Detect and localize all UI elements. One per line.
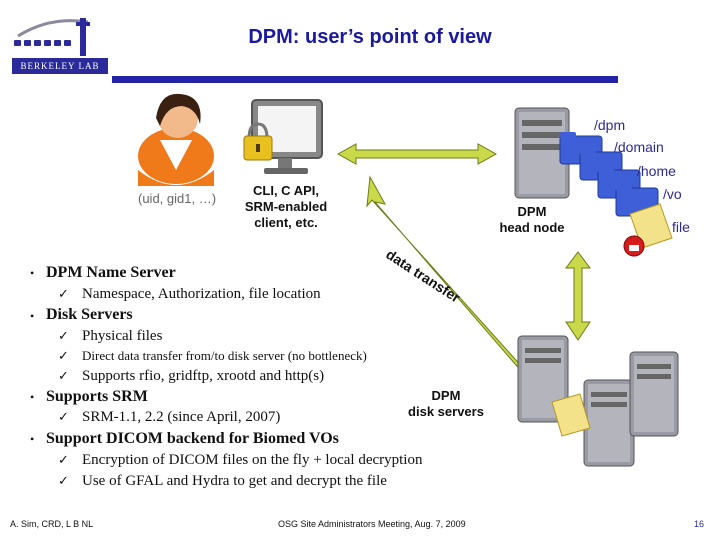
berkeley-lab-logo: BERKELEY LAB [10,12,110,76]
bullet-item: Support DICOM backend for Biomed VOs [46,430,339,447]
disk-servers-label-line: disk servers [408,404,484,419]
check-icon: ✓ [58,473,69,488]
check-icon: ✓ [58,286,69,301]
request-arrow [336,143,498,165]
disk-servers-label-line: DPM [431,388,461,403]
head-node-server-icon [514,107,570,199]
sub-bullet-item: Physical files [82,328,163,344]
page-number: 16 [694,519,705,529]
client-label: CLI, C API, SRM-enabled client, etc. [226,183,346,231]
client-label-line: client, etc. [254,215,318,230]
bullet-dot: • [30,390,35,404]
footer-author: A. Sim, CRD, L B NL [10,519,94,529]
bullet-item: Supports SRM [46,388,148,405]
path-dpm: /dpm [594,117,626,133]
monitor-icon [251,99,323,174]
sub-bullet-item: Encryption of DICOM files on the fly + l… [82,452,423,468]
bullet-dot: • [30,309,35,323]
slide-title: DPM: user’s point of view [248,26,492,48]
check-icon: ✓ [58,348,69,363]
sub-bullet-item: Use of GFAL and Hydra to get and decrypt… [82,473,387,489]
bullet-item: Disk Servers [46,306,133,323]
footer-meeting: OSG Site Administrators Meeting, Aug. 7,… [278,519,466,529]
logo-text: BERKELEY LAB [20,61,100,71]
check-icon: ✓ [58,368,69,383]
disk-servers-label: DPM disk servers [400,388,492,420]
sub-bullet-item: SRM-1.1, 2.2 (since April, 2007) [82,409,281,425]
client-label-line: CLI, C API, [253,183,319,198]
disk-server-icon [583,379,635,467]
path-home: /home [637,163,676,179]
check-icon: ✓ [58,409,69,424]
logo-graphic [12,18,108,74]
file-icon [623,203,673,257]
sub-bullet-item: Namespace, Authorization, file location [82,286,321,302]
user-avatar-icon [138,93,214,186]
path-file: file [672,219,690,235]
title-underline [112,76,618,83]
head-node-label: DPM head node [490,204,574,236]
client-label-line: SRM-enabled [244,199,328,214]
user-ids-label: (uid, gid1, …) [138,191,217,206]
bullet-dot: • [30,266,35,280]
file-icon [551,393,591,437]
bullet-dot: • [30,432,35,446]
check-icon: ✓ [58,452,69,467]
disk-server-icon [629,351,679,437]
bullet-item: DPM Name Server [46,264,176,281]
path-domain: /domain [614,139,664,155]
head-to-disk-arrow [565,251,591,341]
path-vo: /vo [663,186,682,202]
padlock-icon [243,122,273,161]
check-icon: ✓ [58,328,69,343]
head-node-label-line: head node [499,220,565,235]
sub-bullet-item: Supports rfio, gridftp, xrootd and http(… [82,368,325,384]
sub-bullet-item: Direct data transfer from/to disk server… [82,348,367,363]
head-node-label-line: DPM [517,204,547,219]
